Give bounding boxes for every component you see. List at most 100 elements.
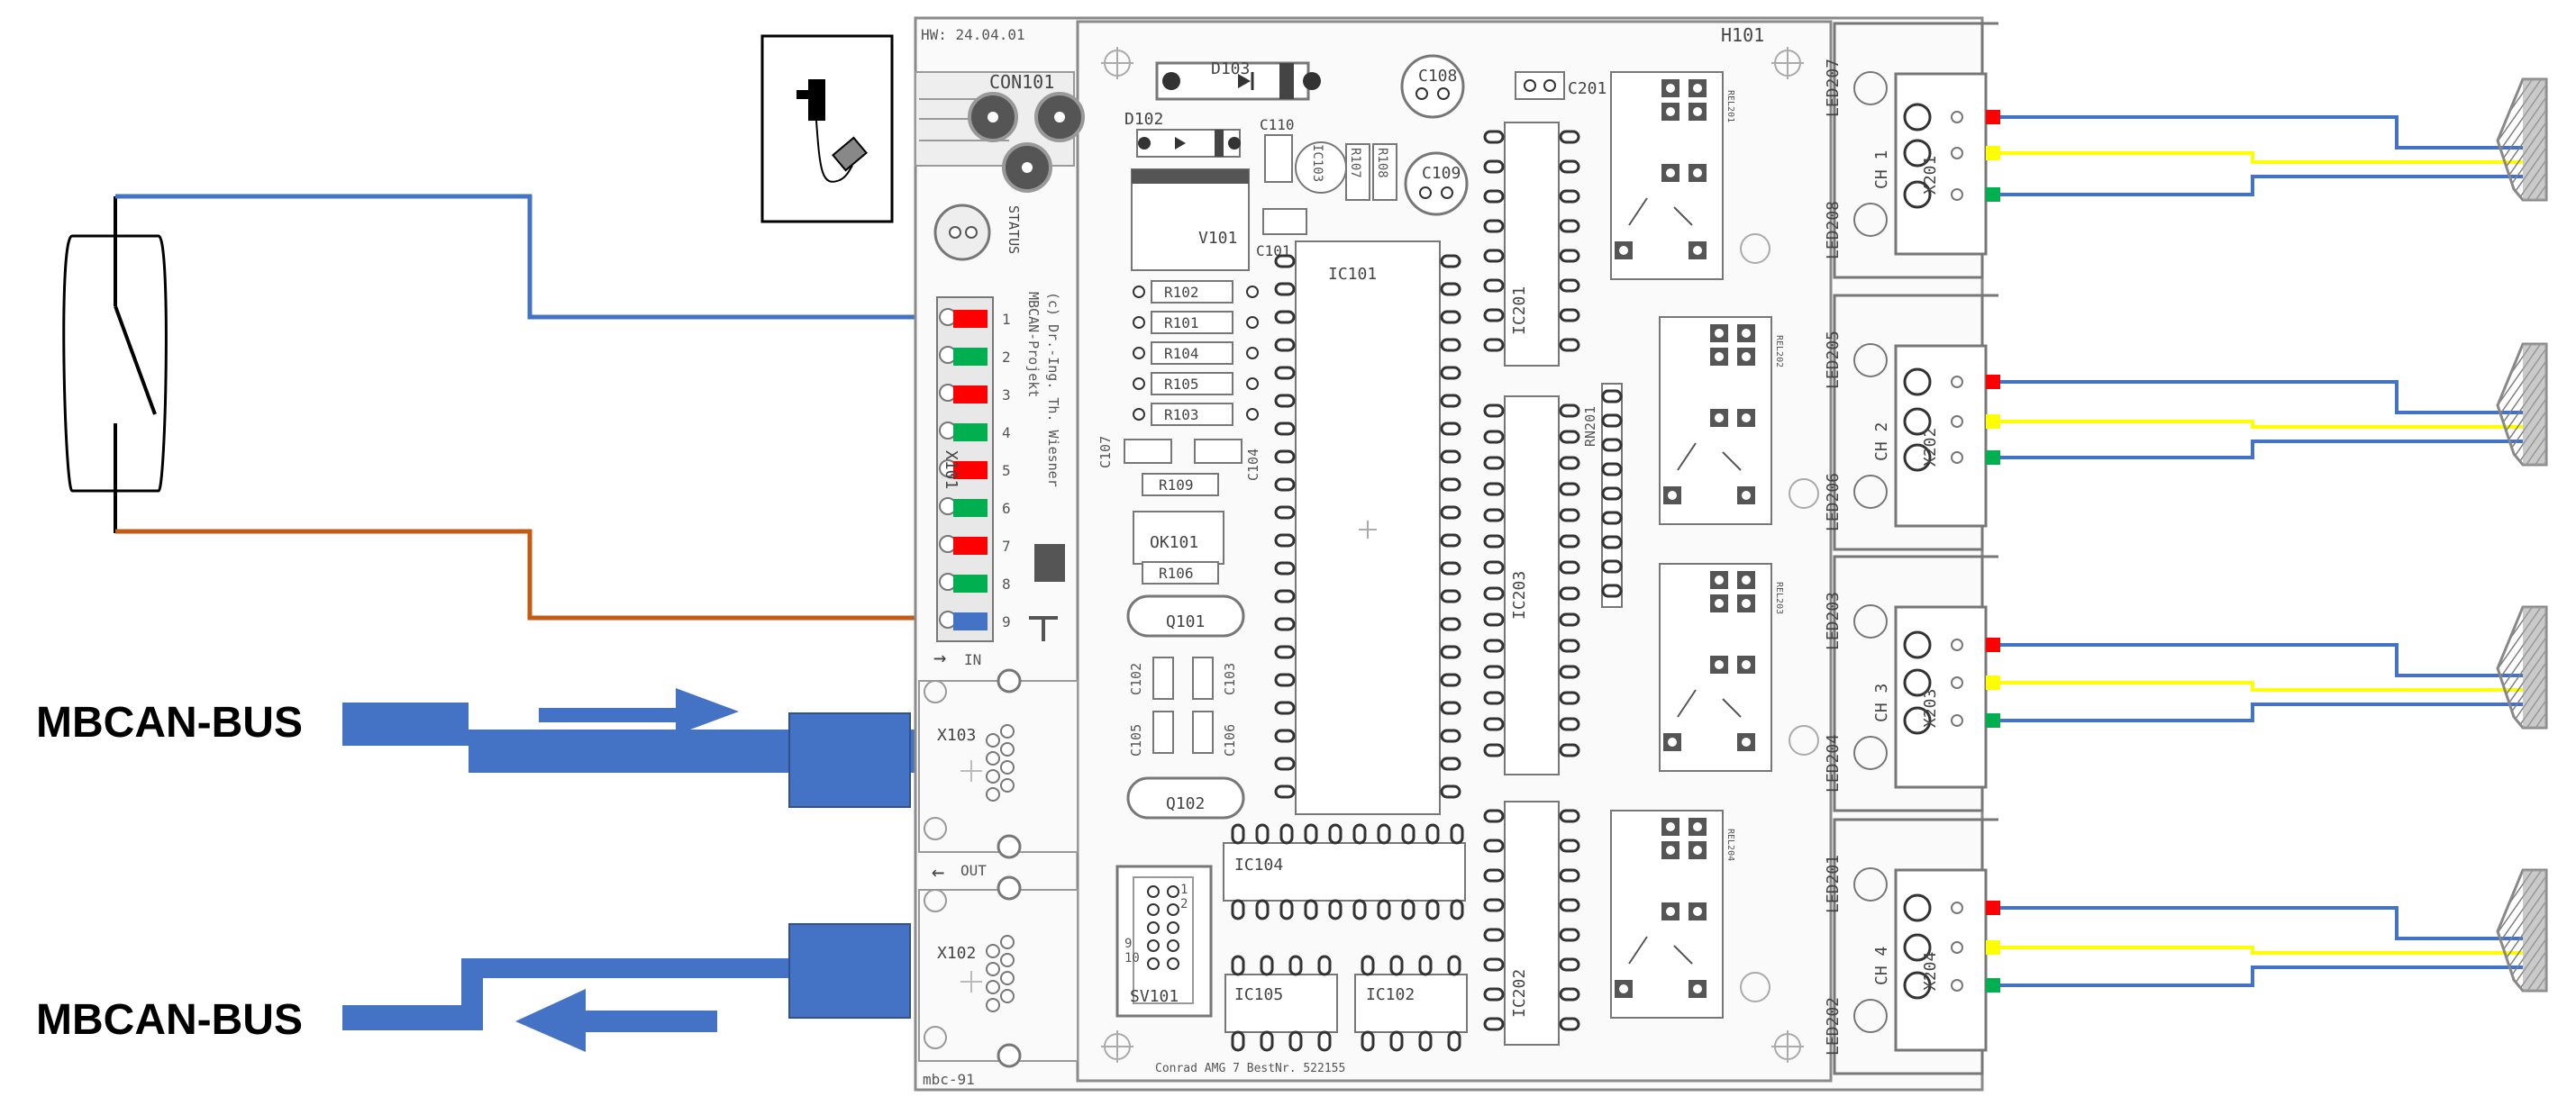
relay-hole: [1742, 599, 1751, 608]
chip-pin: [1317, 1030, 1332, 1052]
terminal-screw: [1903, 103, 1932, 131]
connector-label: X204: [1921, 952, 1940, 991]
rj-pin: [1000, 989, 1015, 1003]
r109-resistor: R109: [1142, 473, 1219, 496]
chip-pin: [1559, 868, 1580, 883]
servo-wire-2: [2000, 151, 2523, 164]
rj-pin: [986, 769, 1000, 784]
relay-hole: [1693, 246, 1702, 255]
chip-pin: [1447, 955, 1461, 976]
r108-label: R108: [1375, 148, 1389, 178]
wire-pin-green: [1986, 187, 2000, 202]
connector-label: X201: [1921, 156, 1940, 195]
relay-hole: [1742, 660, 1751, 669]
wire-pin-green: [1986, 978, 2000, 993]
chip-pin: [1279, 823, 1294, 845]
chip-pin: [1377, 899, 1391, 920]
wire-pin-green: [1986, 450, 2000, 465]
chip-pin: [1601, 584, 1623, 598]
x101-pin-7: [953, 537, 988, 555]
chip-pin: [1440, 561, 1461, 576]
led-outline: [1853, 604, 1888, 639]
v101-regulator: V101: [1131, 168, 1250, 271]
r106-resistor: R106: [1142, 561, 1219, 585]
servo-wire-2: [2000, 946, 2523, 955]
wire-pin-red: [1986, 638, 2000, 652]
chip-pin: [1483, 928, 1505, 942]
x102-label: X102: [937, 944, 976, 963]
chip-pin: [1483, 338, 1505, 352]
chip-pin: [1483, 839, 1505, 853]
resistor-label-R103: R103: [1164, 406, 1199, 423]
chip-pin: [1288, 1030, 1303, 1052]
chip-pin: [1274, 673, 1296, 687]
chip-pin: [1483, 1017, 1505, 1031]
chip-pin: [1274, 533, 1296, 548]
chip-pin: [1352, 823, 1367, 845]
chip-pin: [1483, 987, 1505, 1002]
servo-wire-3: [2000, 966, 2523, 987]
relay-hole: [1715, 352, 1724, 361]
terminal-screw: [1903, 139, 1932, 168]
resistor-pad: [1133, 377, 1145, 390]
chip-pin: [1559, 159, 1580, 174]
x101-pin-number: 2: [1002, 349, 1011, 366]
resistor-pad: [1246, 286, 1259, 298]
led-label-b: LED204: [1824, 734, 1843, 793]
resistor-pad: [1246, 408, 1259, 421]
credit-line-2: (c) Dr.-Ing. Th. Wiesner: [1045, 292, 1061, 487]
relay-hole: [1666, 846, 1675, 855]
relay-hole: [1668, 491, 1677, 500]
sv101-pin: [1147, 885, 1160, 898]
servo-wire-2: [2000, 681, 2523, 692]
chip-pin: [1559, 586, 1580, 601]
r108-resistor: R108: [1372, 143, 1397, 201]
sv101-pin: [1167, 939, 1179, 952]
footer-label: Conrad AMG 7 BestNr. 522155: [1155, 1062, 1345, 1075]
servo-icon: [2496, 605, 2548, 730]
resistor-body: [1151, 372, 1233, 395]
relay-contact: [1628, 197, 1693, 226]
relay-hole: [1715, 413, 1724, 422]
servo-icon: [2496, 868, 2548, 993]
chip-pin: [1559, 839, 1580, 853]
chip-pin: [1483, 403, 1505, 418]
terminal-hole: [1951, 639, 1963, 651]
status-label: STATUS: [1006, 205, 1022, 254]
servo-icon: [2496, 342, 2548, 467]
led-label-a: LED207: [1824, 59, 1843, 117]
ic202-chip: IC202: [1483, 801, 1580, 1046]
chip-pin: [1274, 338, 1296, 352]
relay-hole: [1666, 907, 1675, 916]
terminal-screw: [1903, 706, 1932, 735]
chip-pin: [1483, 957, 1505, 972]
out-arrow-glyph: ←: [932, 859, 944, 884]
servo-outputs: [1986, 77, 2548, 993]
chip-pin: [1601, 511, 1623, 525]
switch-wire-orange: [115, 529, 973, 621]
chip-pin: [1440, 338, 1461, 352]
chip-pin: [1559, 717, 1580, 731]
rj-pin: [986, 944, 1000, 958]
connector-label: X203: [1921, 689, 1940, 728]
resistor-label-R104: R104: [1164, 345, 1199, 362]
status-led: STATUS: [933, 204, 1022, 261]
chip-pin: [1450, 899, 1464, 920]
bus-label-top: MBCAN-BUS: [36, 699, 303, 747]
rj-pin: [1000, 760, 1015, 775]
chip-pin: [1440, 366, 1461, 380]
chip-pin: [1288, 955, 1303, 976]
ic101-label: IC101: [1328, 265, 1377, 284]
servo-wire-3: [2000, 703, 2523, 722]
chip-pin: [1601, 389, 1623, 403]
terminal-hole: [1951, 714, 1963, 727]
wire-pin-yellow: [1986, 146, 2000, 160]
chip-pin: [1440, 589, 1461, 603]
sv101-pin: [1167, 903, 1179, 916]
c110-capacitor: [1264, 134, 1293, 183]
chip-pin: [1559, 898, 1580, 912]
chip-pin: [1483, 308, 1505, 322]
chip-pin: [1483, 743, 1505, 757]
